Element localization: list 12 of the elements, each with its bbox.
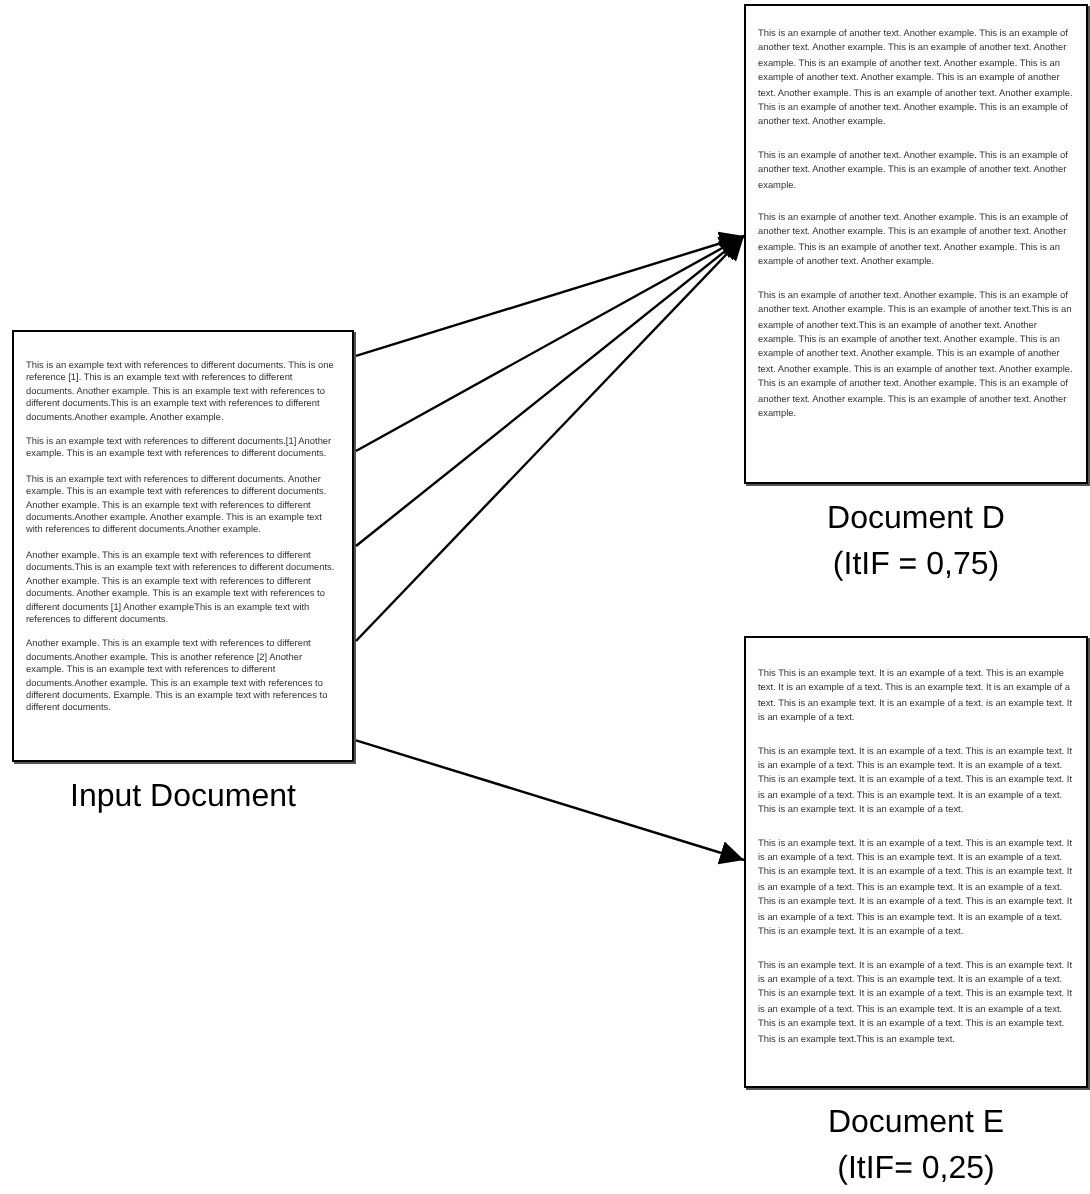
reference-arrow — [355, 231, 745, 358]
document-caption: Document E — [827, 1104, 1005, 1144]
document-caption: Input Document — [70, 778, 296, 818]
document-page — [744, 4, 1088, 484]
reference-arrow — [355, 739, 745, 865]
document-caption: Document D — [827, 500, 1005, 540]
document-page — [744, 636, 1088, 1088]
reference-arrow — [355, 235, 745, 547]
document-caption: (ItIF = 0,75) — [832, 546, 1000, 586]
reference-arrow — [355, 235, 745, 642]
document-page — [12, 330, 354, 762]
document-caption: (ItIF= 0,25) — [837, 1150, 995, 1190]
